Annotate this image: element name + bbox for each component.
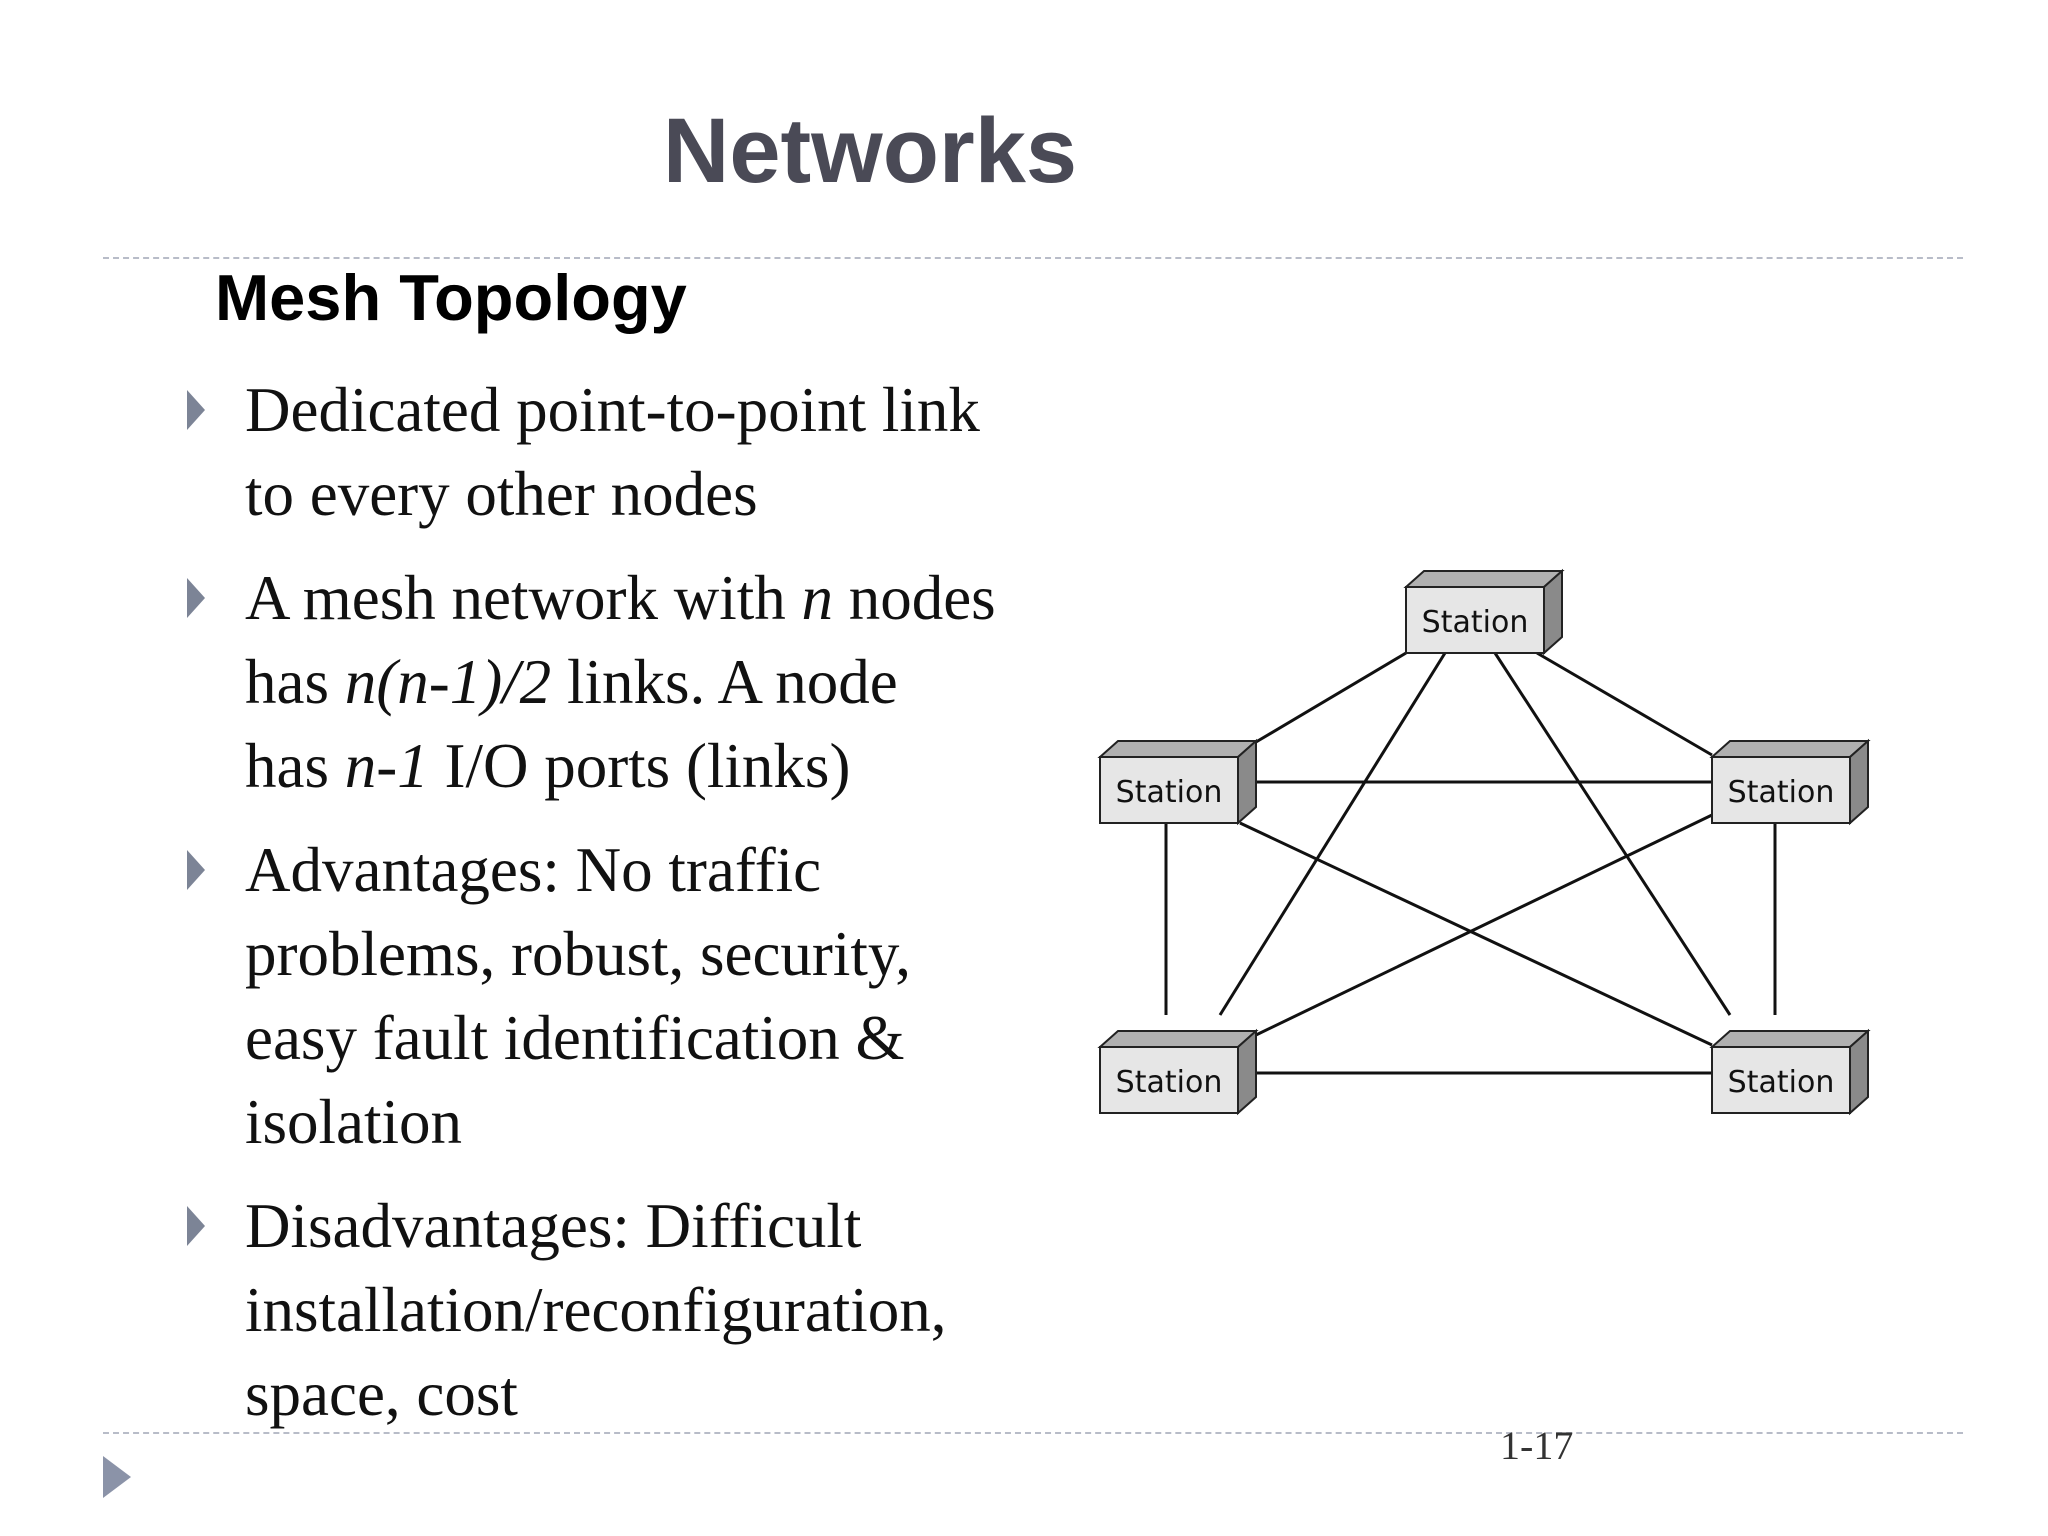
link-top-bottomright (1493, 652, 1732, 1016)
bullet-item: Disadvantages: Difficult installation/re… (185, 1184, 1035, 1436)
bullet-triangle-icon (187, 850, 205, 890)
bullet-triangle-icon (187, 578, 205, 618)
slide-subtitle: Mesh Topology (215, 261, 687, 334)
link-top-left (1255, 651, 1407, 744)
mesh-links (1164, 651, 1777, 1075)
station-label: Station (1116, 775, 1223, 810)
top-divider (103, 257, 1963, 259)
footer-triangle-icon (103, 1456, 131, 1498)
mesh-topology-diagram: Station Station Station Station Station (1097, 568, 1871, 1116)
link-right-bottomleft (1255, 813, 1713, 1037)
station-node: Station (1097, 1028, 1259, 1116)
station-node: Station (1403, 568, 1565, 656)
bullet-list: Dedicated point-to-point link to every o… (185, 368, 1035, 1456)
station-node: Station (1709, 738, 1871, 826)
slide-title: Networks (662, 100, 1078, 202)
station-label: Station (1728, 775, 1835, 810)
link-left-bottomright (1239, 821, 1713, 1047)
link-top-right (1536, 651, 1713, 757)
link-top-bottomleft (1218, 652, 1447, 1016)
station-label: Station (1728, 1065, 1835, 1100)
station-label: Station (1116, 1065, 1223, 1100)
bottom-divider (103, 1432, 1963, 1434)
bullet-triangle-icon (187, 390, 205, 430)
bullet-item: Advantages: No traffic problems, robust,… (185, 828, 1035, 1164)
bullet-triangle-icon (187, 1206, 205, 1246)
station-node: Station (1709, 1028, 1871, 1116)
bullet-item: Dedicated point-to-point link to every o… (185, 368, 1035, 536)
bullet-item: A mesh network with n nodes has n(n-1)/2… (185, 556, 1035, 808)
station-label: Station (1422, 605, 1529, 640)
station-node: Station (1097, 738, 1259, 826)
page-number: 1-17 (1500, 1423, 1574, 1468)
